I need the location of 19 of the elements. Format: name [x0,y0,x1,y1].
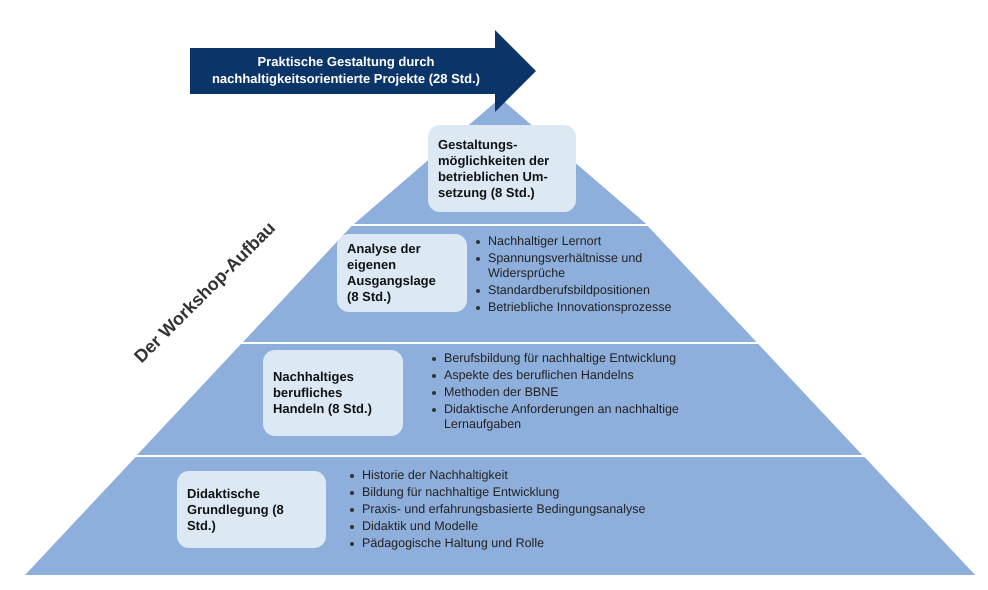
list-item: Didaktische Anforderungen an nachhaltige Lernaufgaben [444,402,679,431]
label-box: Nachhaltiges berufliches Handeln (8 Std.) [262,350,403,436]
label-box: Didaktische Grundlegung (8 Std.) [176,471,326,548]
label-box: Gestaltungs- möglichkeiten der betrieblichen Um- setzung (8 Std.) [428,125,576,212]
block-arrow: Praktische Gestaltung durch nachhaltigkeitsorientierte Projekte (28 Std.) [190,30,536,112]
list-item: Bildung für nachhaltige Entwicklung [362,485,560,499]
list-item: Nachhaltiger Lernort [488,234,602,248]
list-item: Methoden der BBNE [444,385,559,399]
list-item: Standardberufsbildpositionen [488,283,650,297]
label-box: Analyse der eigenen Ausgangslage (8 Std.) [336,234,467,312]
list-item: Spannungsverhältnisse und Widersprüche [488,251,642,280]
list-item: Betriebliche Innovationsprozesse [488,300,672,314]
list-item: Praxis- und erfahrungsbasierte Bedingungsanalyse [362,502,646,516]
list-item: Historie der Nachhaltigkeit [362,468,508,482]
list-item: Berufsbildung für nachhaltige Entwicklung [444,351,676,365]
list-item: Pädagogische Haltung und Rolle [362,536,544,550]
list-item: Aspekte des beruflichen Handelns [444,368,634,382]
pyramid-tier [24,457,976,575]
list-item: Didaktik und Modelle [362,519,478,533]
